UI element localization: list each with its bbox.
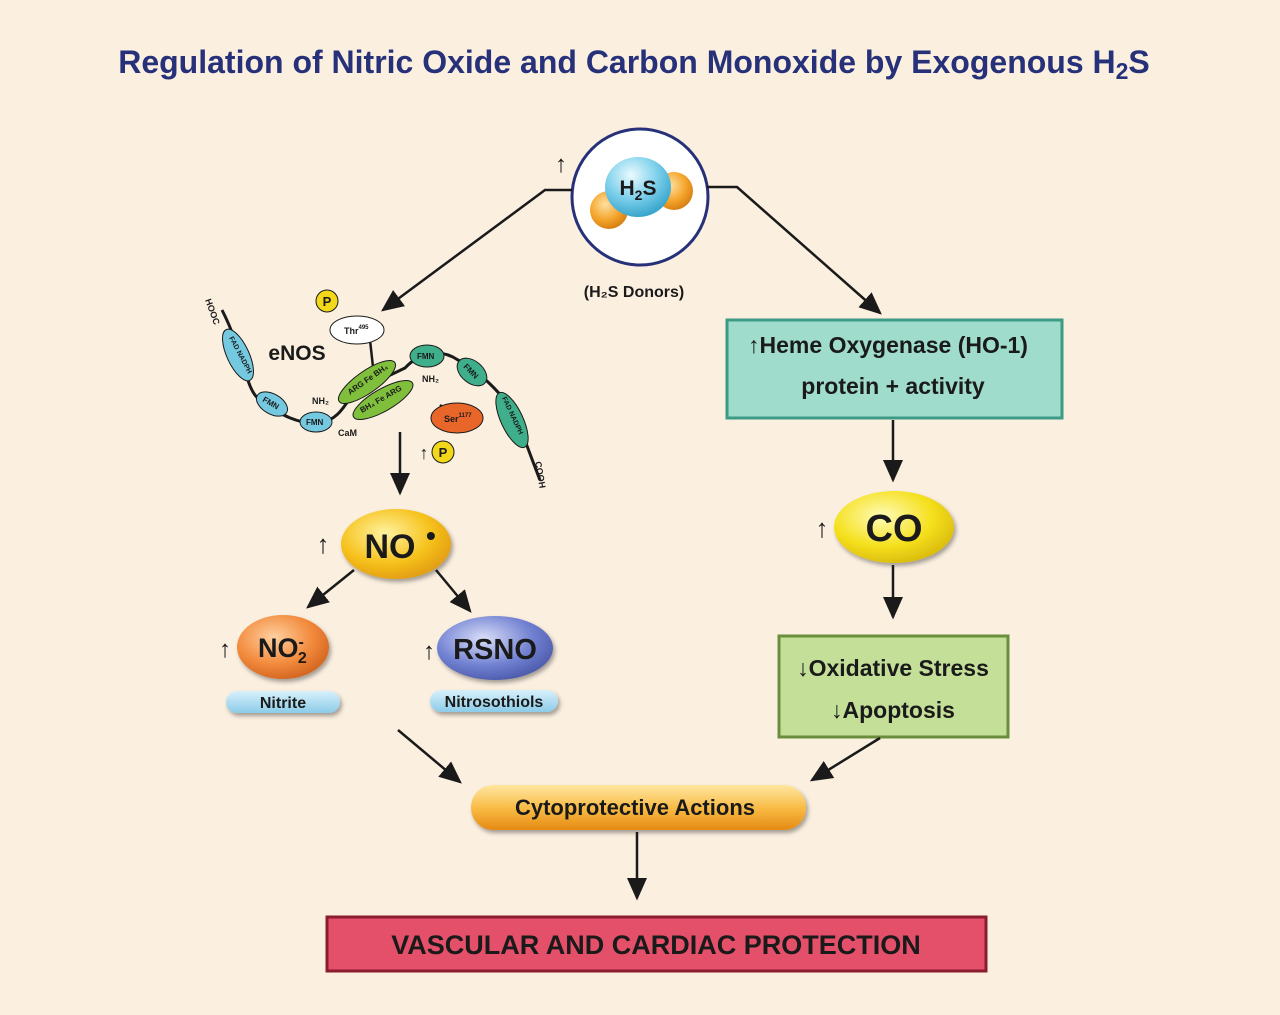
no2-node xyxy=(237,615,329,679)
arrow-stress-to-cyto xyxy=(809,736,881,782)
svg-text:P: P xyxy=(323,294,332,309)
co-up-arrow: ↑ xyxy=(816,513,829,543)
enos-ser-residue xyxy=(430,402,484,434)
ho1-line1: ↑Heme Oxygenase (HO-1) xyxy=(748,332,1028,358)
ho1-box xyxy=(725,318,1064,420)
arrow-h2s-to-ho1 xyxy=(707,185,882,315)
enos-cam: CaM xyxy=(338,428,357,438)
no2-label: NO-2 xyxy=(258,633,307,667)
svg-text:FMN: FMN xyxy=(417,352,435,361)
protection-label: VASCULAR AND CARDIAC PROTECTION xyxy=(391,930,921,960)
enos-fmn-3 xyxy=(409,344,445,368)
cyto-node xyxy=(471,785,806,830)
enos-fad-left xyxy=(222,328,254,382)
rsno-label: RSNO xyxy=(453,634,537,666)
enos-thr-residue xyxy=(329,315,385,345)
enos-fad-right xyxy=(495,391,529,449)
enos-fmn-4 xyxy=(456,357,488,387)
svg-text:P: P xyxy=(439,445,448,460)
enos-phosphate-thr xyxy=(315,289,339,313)
enos-arg-bottom xyxy=(352,380,414,420)
ho1-line2: protein + activity xyxy=(801,373,985,399)
arrow-no-to-no2 xyxy=(306,569,355,609)
enos-arg-top xyxy=(337,360,397,404)
svg-text:Nitrite: Nitrite xyxy=(260,695,306,712)
enos-phosphate-ser xyxy=(431,440,455,464)
stress-line1: ↓Oxidative Stress xyxy=(797,655,989,681)
svg-text:Thr495: Thr495 xyxy=(344,325,369,336)
co-node xyxy=(834,491,954,563)
enos-structure: HOOC COOH FAD NADPH FMN FMN CaM ARG Fe B… xyxy=(203,289,548,489)
no-radical-dot: • xyxy=(426,520,436,551)
h2s-node: H2S xyxy=(570,127,710,267)
no2-up-arrow: ↑ xyxy=(219,636,231,663)
stress-box xyxy=(777,634,1010,739)
no-node xyxy=(341,509,451,579)
stress-line2: ↓Apoptosis xyxy=(831,697,955,723)
arrow-no-to-rsno xyxy=(435,569,472,613)
svg-text:Ser1177: Ser1177 xyxy=(444,413,472,424)
svg-text:Nitrosothiols: Nitrosothiols xyxy=(445,694,544,711)
h2s-donors-label: (H₂S Donors) xyxy=(584,284,684,301)
enos-p-up-arrow: ↑ xyxy=(420,443,429,463)
svg-text:H2S: H2S xyxy=(620,177,657,203)
h2s-center-atom xyxy=(605,157,671,217)
nitrite-caption xyxy=(226,691,340,713)
svg-text:FMN: FMN xyxy=(306,418,324,427)
rsno-up-arrow: ↑ xyxy=(423,638,435,665)
enos-label: eNOS xyxy=(268,342,325,365)
enos-fmn-2 xyxy=(299,411,333,433)
protection-box xyxy=(325,915,988,973)
no-label: NO xyxy=(365,528,416,566)
nitrosothiols-caption xyxy=(430,690,558,712)
enos-nh2-right: NH₂ xyxy=(422,374,439,384)
enos-cooh: COOH xyxy=(533,461,548,489)
no-up-arrow: ↑ xyxy=(317,529,330,559)
enos-hooc: HOOC xyxy=(203,297,222,326)
arrow-no-products-to-cyto xyxy=(397,729,462,784)
diagram-title: Regulation of Nitric Oxide and Carbon Mo… xyxy=(118,44,1150,84)
co-label: CO xyxy=(866,508,923,550)
enos-nh2-left: NH₂ xyxy=(312,396,329,406)
cyto-label: Cytoprotective Actions xyxy=(515,795,755,820)
arrow-h2s-to-enos xyxy=(380,188,572,312)
h2s-up-arrow: ↑ xyxy=(555,151,567,178)
rsno-node xyxy=(437,616,553,680)
enos-fmn-1 xyxy=(255,391,289,417)
